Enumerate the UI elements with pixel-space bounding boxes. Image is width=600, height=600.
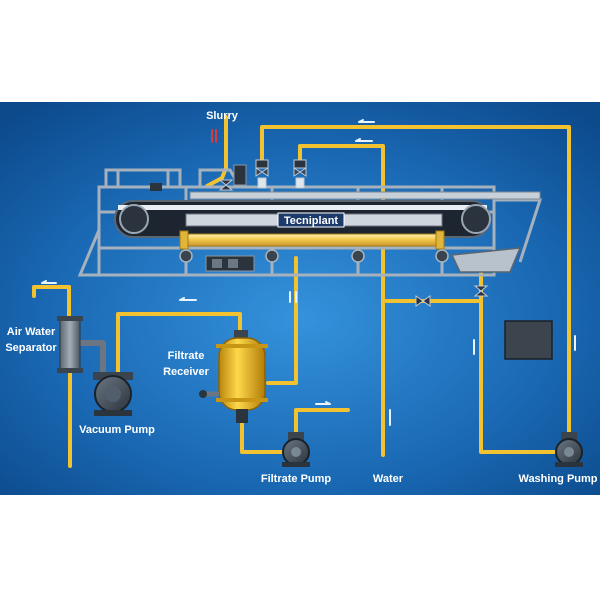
- slurry-feed-pipe: [205, 115, 228, 188]
- vacuum-pump-gray-pipes: [80, 340, 106, 372]
- arrow-left-icon: [179, 297, 197, 301]
- labels: Slurry Air Water Separator Vacuum Pump F…: [5, 110, 597, 485]
- filtrate-receiver: [199, 330, 268, 423]
- water-label: Water: [373, 473, 404, 485]
- arrow-down-icon: [289, 291, 297, 303]
- air-water-separator-label-2: Separator: [5, 342, 57, 354]
- slurry-arrow-icon: [211, 129, 217, 143]
- filtrate-pump: [282, 432, 310, 467]
- water-valve: [415, 295, 431, 307]
- washing-pump-valve: [473, 285, 489, 297]
- brand-name: Tecniplant: [284, 215, 339, 227]
- filtrate-receiver-label-2: Receiver: [163, 366, 210, 378]
- control-cabinet: [504, 320, 553, 360]
- washing-pump-label: Washing Pump: [518, 473, 597, 485]
- arrow-left-icon: [358, 119, 375, 123]
- receiver-to-filtrate-pump-pipe: [240, 419, 293, 454]
- air-water-separator-label-1: Air Water: [7, 326, 56, 338]
- drive-motor: [205, 255, 255, 272]
- arrow-left-icon: [41, 280, 57, 284]
- brand-plate: [277, 212, 345, 228]
- wash-valve-1: [255, 159, 269, 189]
- vacuum-line-top: [32, 285, 71, 298]
- cake-discharge-tray: [450, 247, 522, 273]
- arrow-left-icon: [355, 138, 373, 142]
- wash-water-pipe: [260, 125, 571, 434]
- vacuum-pump-label: Vacuum Pump: [79, 424, 155, 436]
- vacuum-pump: [93, 372, 133, 416]
- vacuum-pump-suction-pipe: [116, 312, 242, 374]
- slurry-label: Slurry: [206, 110, 239, 122]
- filtrate-pump-discharge-pipe: [294, 408, 350, 442]
- belt-filter: Tecniplant: [77, 164, 543, 277]
- filtrate-pump-label: Filtrate Pump: [261, 473, 332, 485]
- filtrate-receiver-label-1: Filtrate: [168, 350, 205, 362]
- air-water-separator: [57, 316, 83, 373]
- washing-pump-suction-pipe: [479, 281, 562, 454]
- vacuum-header-pipe: [185, 233, 441, 247]
- slurry-valve: [218, 179, 234, 191]
- arrow-right-icon: [315, 401, 331, 405]
- flow-arrows: [41, 119, 576, 426]
- valves: [218, 159, 489, 307]
- belt-roller-left: [119, 204, 149, 234]
- wash-valve-2: [293, 159, 307, 189]
- slurry-distributor: [233, 164, 247, 186]
- washing-pump: [555, 432, 583, 467]
- belt-roller-right: [461, 204, 491, 234]
